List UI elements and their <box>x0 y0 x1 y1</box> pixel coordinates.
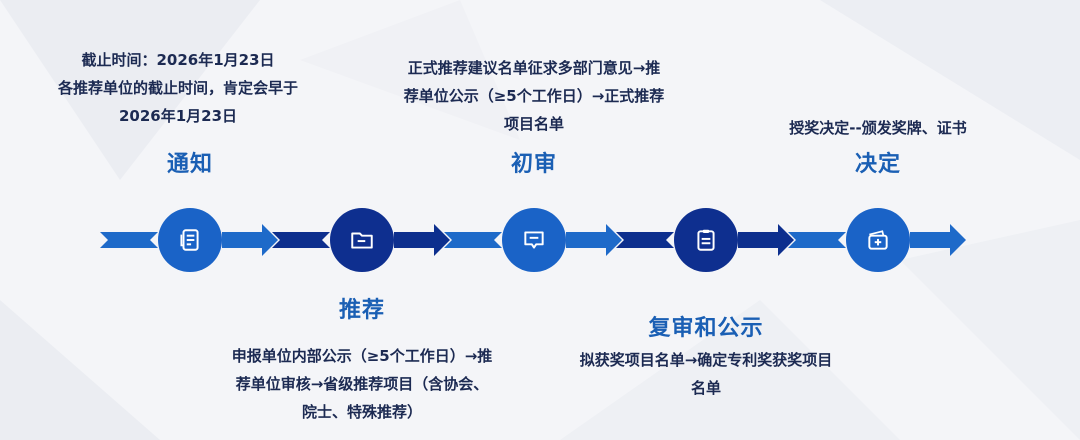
step-3-desc-line: 项目名单 <box>503 115 564 133</box>
step-5-description: 授奖决定--颁发奖牌、证书 <box>758 114 998 142</box>
step-3-title: 初审 <box>510 152 557 177</box>
step-2-desc-line: 院士、特殊推荐） <box>301 403 422 421</box>
step-5-title: 决定 <box>854 152 901 177</box>
step-5-desc-line: 授奖决定--颁发奖牌、证书 <box>789 119 967 137</box>
clipboard-icon <box>697 229 715 251</box>
step-4-title: 复审和公示 <box>648 316 764 341</box>
arrow-segment-6 <box>566 224 622 256</box>
step-1-description: 截止时间：2026年1月23日 各推荐单位的截止时间，肯定会早于 2026年1月… <box>18 46 338 130</box>
folder-icon <box>351 232 373 249</box>
certificate-add-icon <box>868 230 888 250</box>
step-1-title: 通知 <box>166 152 213 177</box>
arrow-segment-4 <box>394 224 450 256</box>
step-node-1 <box>158 208 222 272</box>
step-1-desc-line: 2026年1月23日 <box>118 107 238 125</box>
arrow-segment-8 <box>738 224 794 256</box>
arrow-segment-10 <box>910 224 966 256</box>
step-node-3 <box>502 208 566 272</box>
step-3-desc-line: 荐单位公示（≥5个工作日）→正式推荐 <box>403 87 665 105</box>
step-3-desc-line: 正式推荐建议名单征求多部门意见→推 <box>407 59 661 77</box>
step-node-4 <box>674 208 738 272</box>
step-2-desc-line: 荐单位审核→省级推荐项目（含协会、 <box>235 375 489 393</box>
message-icon <box>524 231 544 249</box>
arrow-segment-5 <box>444 232 502 248</box>
step-2-desc-line: 申报单位内部公示（≥5个工作日）→推 <box>231 347 493 365</box>
step-node-5 <box>846 208 910 272</box>
step-1-desc-line: 截止时间：2026年1月23日 <box>81 51 275 69</box>
arrow-segment-9 <box>788 232 846 248</box>
step-2-description: 申报单位内部公示（≥5个工作日）→推 荐单位审核→省级推荐项目（含协会、 院士、… <box>200 342 524 426</box>
step-1-desc-line: 各推荐单位的截止时间，肯定会早于 <box>57 79 298 97</box>
arrow-segment-7 <box>616 232 674 248</box>
step-3-description: 正式推荐建议名单征求多部门意见→推 荐单位公示（≥5个工作日）→正式推荐 项目名… <box>372 54 696 138</box>
arrow-segment-1 <box>100 232 158 248</box>
step-4-desc-line: 名单 <box>690 379 721 397</box>
step-4-desc-line: 拟获奖项目名单→确定专利奖获奖项目 <box>579 351 833 369</box>
arrow-segment-2 <box>222 224 278 256</box>
document-list-icon <box>180 229 199 251</box>
step-4-description: 拟获奖项目名单→确定专利奖获奖项目 名单 <box>544 346 868 402</box>
step-2-title: 推荐 <box>338 298 385 323</box>
step-node-2 <box>330 208 394 272</box>
arrow-segment-3 <box>272 232 330 248</box>
